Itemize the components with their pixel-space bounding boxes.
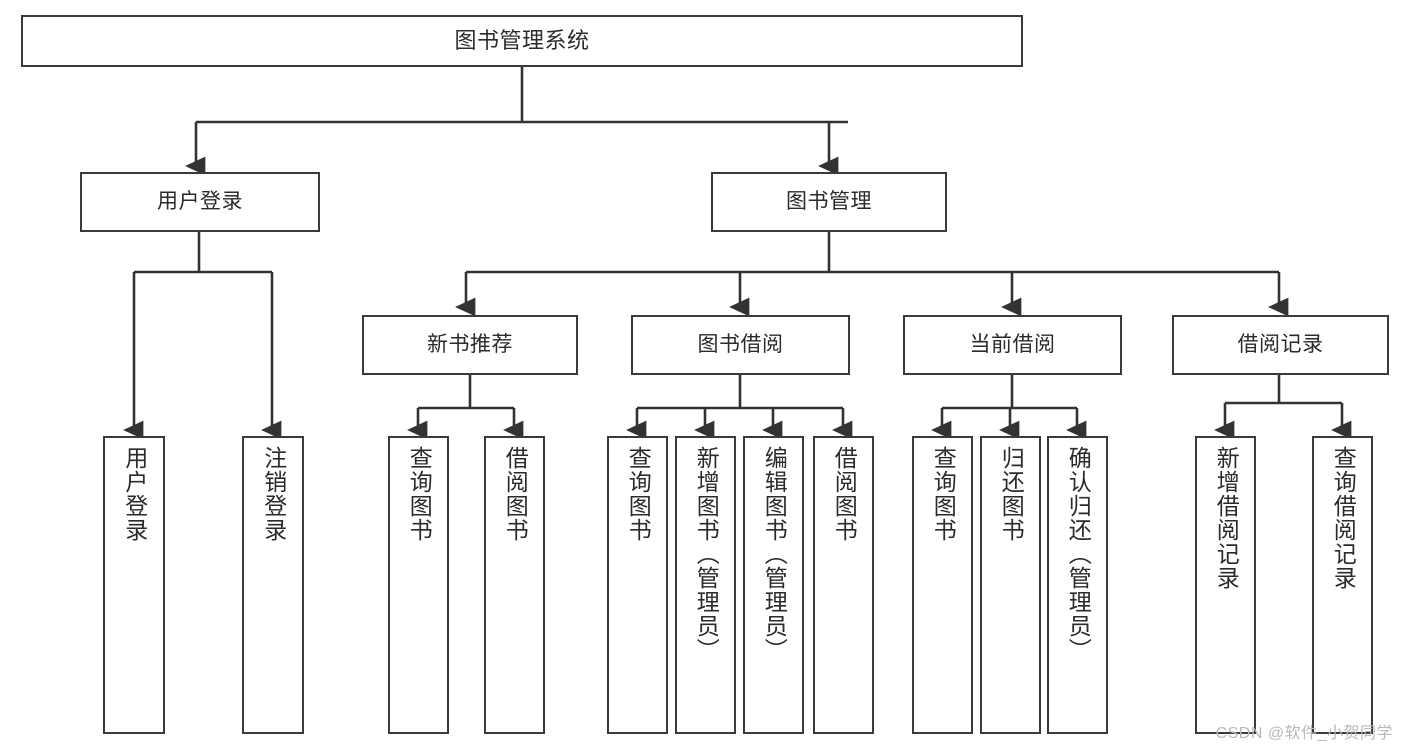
- node-root-book-management-system[interactable]: 图书管理系统: [21, 15, 1023, 67]
- node-book-management[interactable]: 图书管理: [711, 172, 947, 232]
- node-label: 查询图书: [406, 446, 433, 542]
- node-label: 用户登录: [121, 446, 148, 542]
- node-label: 注销登录: [260, 446, 287, 542]
- node-label: 当前借阅: [969, 332, 1056, 356]
- node-label: 新增借阅记录: [1213, 446, 1240, 590]
- node-label: 编辑图书（管理员）: [761, 446, 788, 662]
- node-leaf-confirm-return[interactable]: 确认归还（管理员）: [1047, 436, 1108, 734]
- node-leaf-query-book-1[interactable]: 查询图书: [388, 436, 449, 734]
- node-leaf-return-book[interactable]: 归还图书: [980, 436, 1041, 734]
- node-label: 新增图书（管理员）: [693, 446, 720, 662]
- node-user-login[interactable]: 用户登录: [80, 172, 320, 232]
- node-label: 借阅图书: [831, 446, 858, 542]
- node-label: 新书推荐: [427, 332, 513, 356]
- node-leaf-borrow-book-2[interactable]: 借阅图书: [813, 436, 874, 734]
- node-label: 图书管理系统: [454, 28, 590, 54]
- node-label: 归还图书: [998, 446, 1025, 542]
- node-label: 借阅记录: [1237, 332, 1324, 356]
- node-new-book-recommend[interactable]: 新书推荐: [362, 315, 578, 375]
- node-label: 图书管理: [786, 189, 872, 213]
- node-label: 图书借阅: [697, 332, 784, 356]
- node-leaf-query-book-2[interactable]: 查询图书: [607, 436, 668, 734]
- node-label: 查询借阅记录: [1330, 446, 1357, 590]
- watermark-text: CSDN @软件_小贺同学: [1215, 725, 1393, 742]
- node-label: 确认归还（管理员）: [1065, 446, 1092, 662]
- node-leaf-user-login[interactable]: 用户登录: [103, 436, 165, 734]
- node-book-borrow[interactable]: 图书借阅: [631, 315, 850, 375]
- node-label: 用户登录: [157, 189, 243, 213]
- node-borrow-record[interactable]: 借阅记录: [1172, 315, 1389, 375]
- node-leaf-edit-book[interactable]: 编辑图书（管理员）: [743, 436, 804, 734]
- node-leaf-query-book-3[interactable]: 查询图书: [912, 436, 973, 734]
- node-label: 查询图书: [625, 446, 652, 542]
- node-label: 查询图书: [930, 446, 957, 542]
- node-leaf-add-book[interactable]: 新增图书（管理员）: [675, 436, 736, 734]
- node-leaf-logout[interactable]: 注销登录: [242, 436, 304, 734]
- node-current-borrow[interactable]: 当前借阅: [903, 315, 1122, 375]
- node-leaf-borrow-book-1[interactable]: 借阅图书: [484, 436, 545, 734]
- node-label: 借阅图书: [502, 446, 529, 542]
- node-leaf-add-record[interactable]: 新增借阅记录: [1195, 436, 1256, 734]
- node-leaf-query-record[interactable]: 查询借阅记录: [1312, 436, 1373, 734]
